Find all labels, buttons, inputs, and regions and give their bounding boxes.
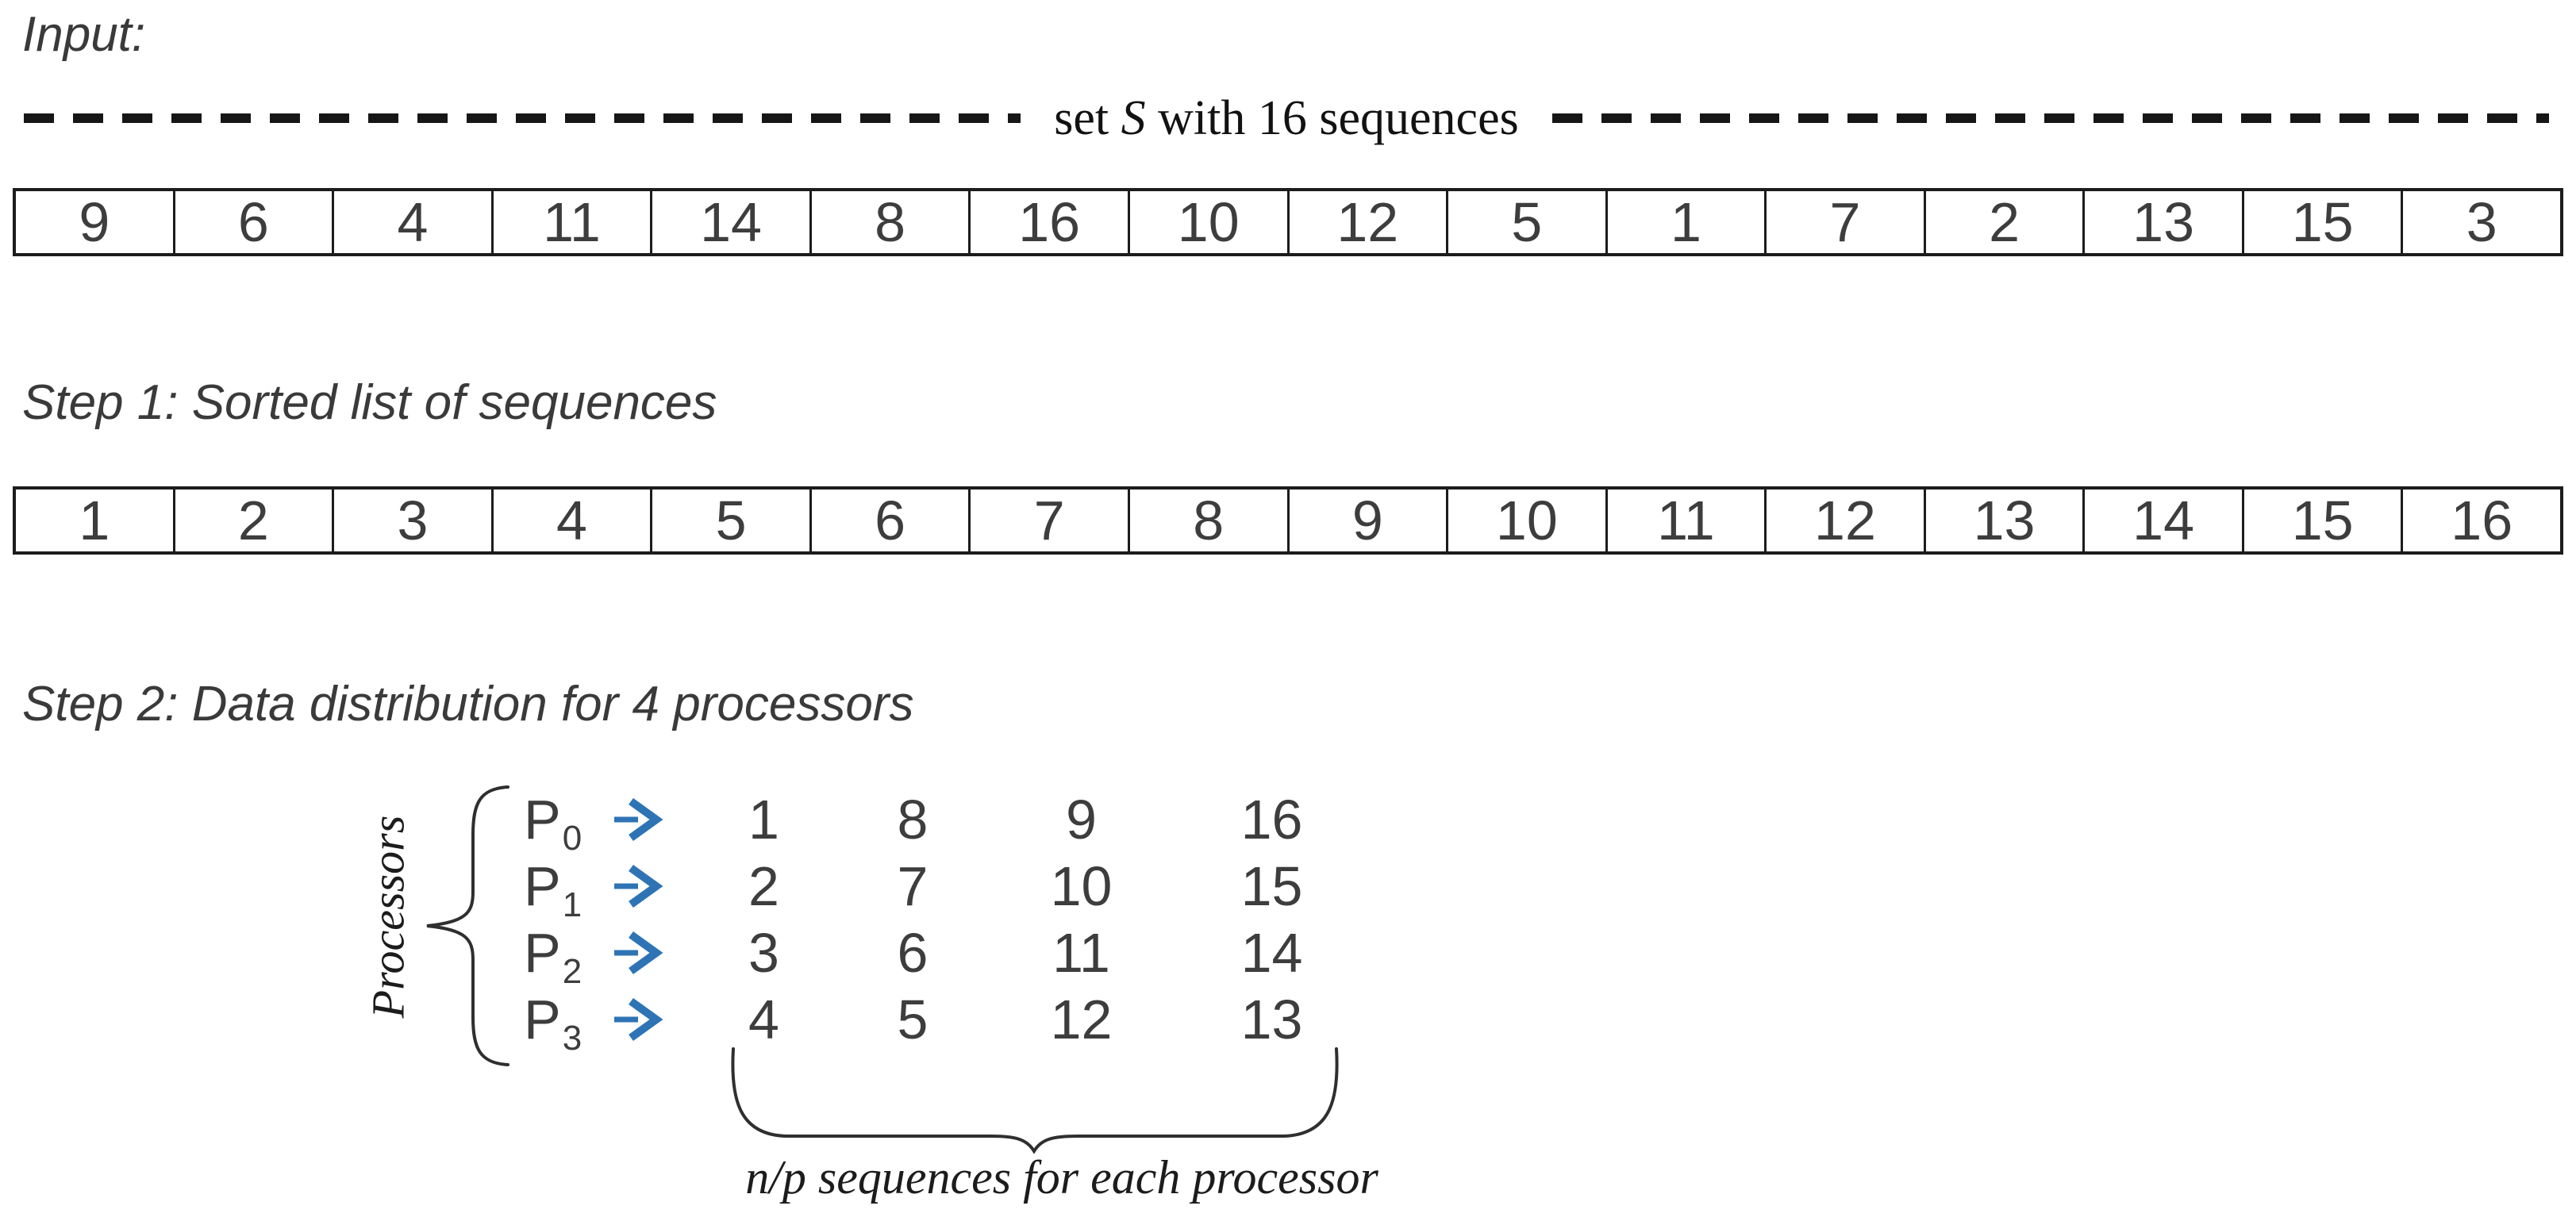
right-arrow-icon bbox=[614, 931, 663, 975]
sequence-cell: 12 bbox=[1286, 191, 1447, 253]
sequence-cell: 14 bbox=[2082, 490, 2242, 551]
sequence-cell: 10 bbox=[1127, 191, 1287, 253]
set-caption-prefix: set bbox=[1054, 90, 1121, 145]
processor-index: 3 bbox=[562, 1019, 582, 1058]
sequence-cell: 4 bbox=[332, 191, 491, 253]
sequence-cell: 6 bbox=[809, 490, 969, 551]
processor-letter: P bbox=[524, 855, 561, 917]
step2-heading: Step 2: Data distribution for 4 processo… bbox=[22, 677, 914, 731]
assigned-sequence-value: 15 bbox=[1240, 855, 1303, 917]
processor-letter: P bbox=[524, 989, 561, 1050]
sequence-cell: 16 bbox=[2401, 490, 2560, 551]
processor-label: P3 bbox=[524, 988, 599, 1058]
dashed-line-left bbox=[24, 113, 1021, 123]
processor-row: P1 2 7 10 15 bbox=[524, 853, 1397, 924]
assigned-sequence-value: 16 bbox=[1240, 789, 1303, 850]
assigned-sequence-value: 6 bbox=[897, 922, 929, 984]
sequence-cell: 2 bbox=[1923, 191, 2083, 253]
assigned-sequence-value: 4 bbox=[748, 989, 779, 1050]
assigned-sequence-value: 12 bbox=[1050, 989, 1113, 1050]
sequence-cell: 11 bbox=[1605, 490, 1765, 551]
sequence-cell: 1 bbox=[79, 490, 110, 551]
processor-label: P0 bbox=[524, 788, 599, 858]
assigned-sequence-value: 8 bbox=[897, 789, 929, 850]
assigned-sequence-value: 5 bbox=[897, 989, 929, 1050]
assigned-sequence-value: 14 bbox=[1240, 922, 1303, 984]
processor-index: 1 bbox=[562, 885, 582, 924]
processor-label: P1 bbox=[524, 854, 599, 924]
bottom-brace bbox=[731, 1047, 1339, 1154]
sequence-cell: 7 bbox=[968, 490, 1128, 551]
assigned-sequence-value: 3 bbox=[748, 922, 779, 984]
processor-letter: P bbox=[524, 789, 561, 850]
processor-row: P3 4 5 12 13 bbox=[524, 986, 1397, 1058]
processor-letter: P bbox=[524, 922, 561, 984]
sequence-cell: 2 bbox=[172, 490, 333, 551]
sequence-cell: 16 bbox=[968, 191, 1128, 253]
bottom-caption: n/p sequences for each processor bbox=[745, 1151, 1378, 1204]
step1-heading: Step 1: Sorted list of sequences bbox=[22, 375, 717, 430]
assigned-sequence-value: 2 bbox=[748, 855, 779, 917]
assigned-sequence-value: 1 bbox=[748, 789, 779, 850]
sequence-cell: 9 bbox=[1286, 490, 1447, 551]
sequence-cell: 11 bbox=[490, 191, 651, 253]
arrow-cell bbox=[599, 997, 690, 1042]
sequence-cell: 10 bbox=[1446, 490, 1605, 551]
sequence-cell: 6 bbox=[172, 191, 333, 253]
arrow-cell bbox=[599, 864, 690, 908]
assigned-sequence-value: 9 bbox=[1066, 789, 1097, 850]
set-separator: set S with 16 sequences bbox=[24, 83, 2549, 154]
sequence-cell: 8 bbox=[1127, 490, 1287, 551]
processor-index: 0 bbox=[562, 819, 582, 858]
processor-label: P2 bbox=[524, 921, 599, 991]
sequence-cell: 7 bbox=[1764, 191, 1924, 253]
sequence-cell: 13 bbox=[1923, 490, 2083, 551]
sequence-cell: 9 bbox=[79, 191, 110, 253]
processors-axis-text: Processors bbox=[362, 815, 414, 1018]
right-arrow-icon bbox=[614, 997, 663, 1042]
sequence-cell: 15 bbox=[2241, 191, 2401, 253]
sequence-cell: 14 bbox=[650, 191, 809, 253]
sequence-cell: 3 bbox=[332, 490, 491, 551]
set-caption-suffix: with 16 sequences bbox=[1145, 90, 1519, 145]
sequence-cell: 8 bbox=[809, 191, 969, 253]
processor-row: P0 1 8 9 16 bbox=[524, 786, 1397, 858]
sequence-cell: 12 bbox=[1764, 490, 1924, 551]
processor-index: 2 bbox=[562, 952, 582, 991]
left-brace bbox=[426, 785, 509, 1066]
set-caption: set S with 16 sequences bbox=[1054, 90, 1518, 147]
assigned-sequence-value: 11 bbox=[1052, 922, 1110, 984]
sequence-cell: 4 bbox=[490, 490, 651, 551]
arrow-cell bbox=[599, 797, 690, 842]
assigned-sequence-value: 10 bbox=[1050, 855, 1113, 917]
right-arrow-icon bbox=[614, 797, 663, 842]
sequence-cell: 5 bbox=[1446, 191, 1605, 253]
arrow-cell bbox=[599, 931, 690, 975]
sequence-cell: 15 bbox=[2241, 490, 2401, 551]
assigned-sequence-value: 7 bbox=[897, 855, 929, 917]
set-symbol: S bbox=[1121, 90, 1146, 145]
assigned-sequence-value: 13 bbox=[1240, 989, 1303, 1050]
input-heading: Input: bbox=[22, 7, 146, 62]
sequence-cell: 3 bbox=[2401, 191, 2560, 253]
processor-row: P2 3 6 11 14 bbox=[524, 920, 1397, 991]
sequence-cell: 1 bbox=[1605, 191, 1765, 253]
sequence-cell: 13 bbox=[2082, 191, 2242, 253]
sequence-cell: 5 bbox=[650, 490, 809, 551]
dashed-line-right bbox=[1551, 113, 2549, 123]
right-arrow-icon bbox=[614, 864, 663, 908]
